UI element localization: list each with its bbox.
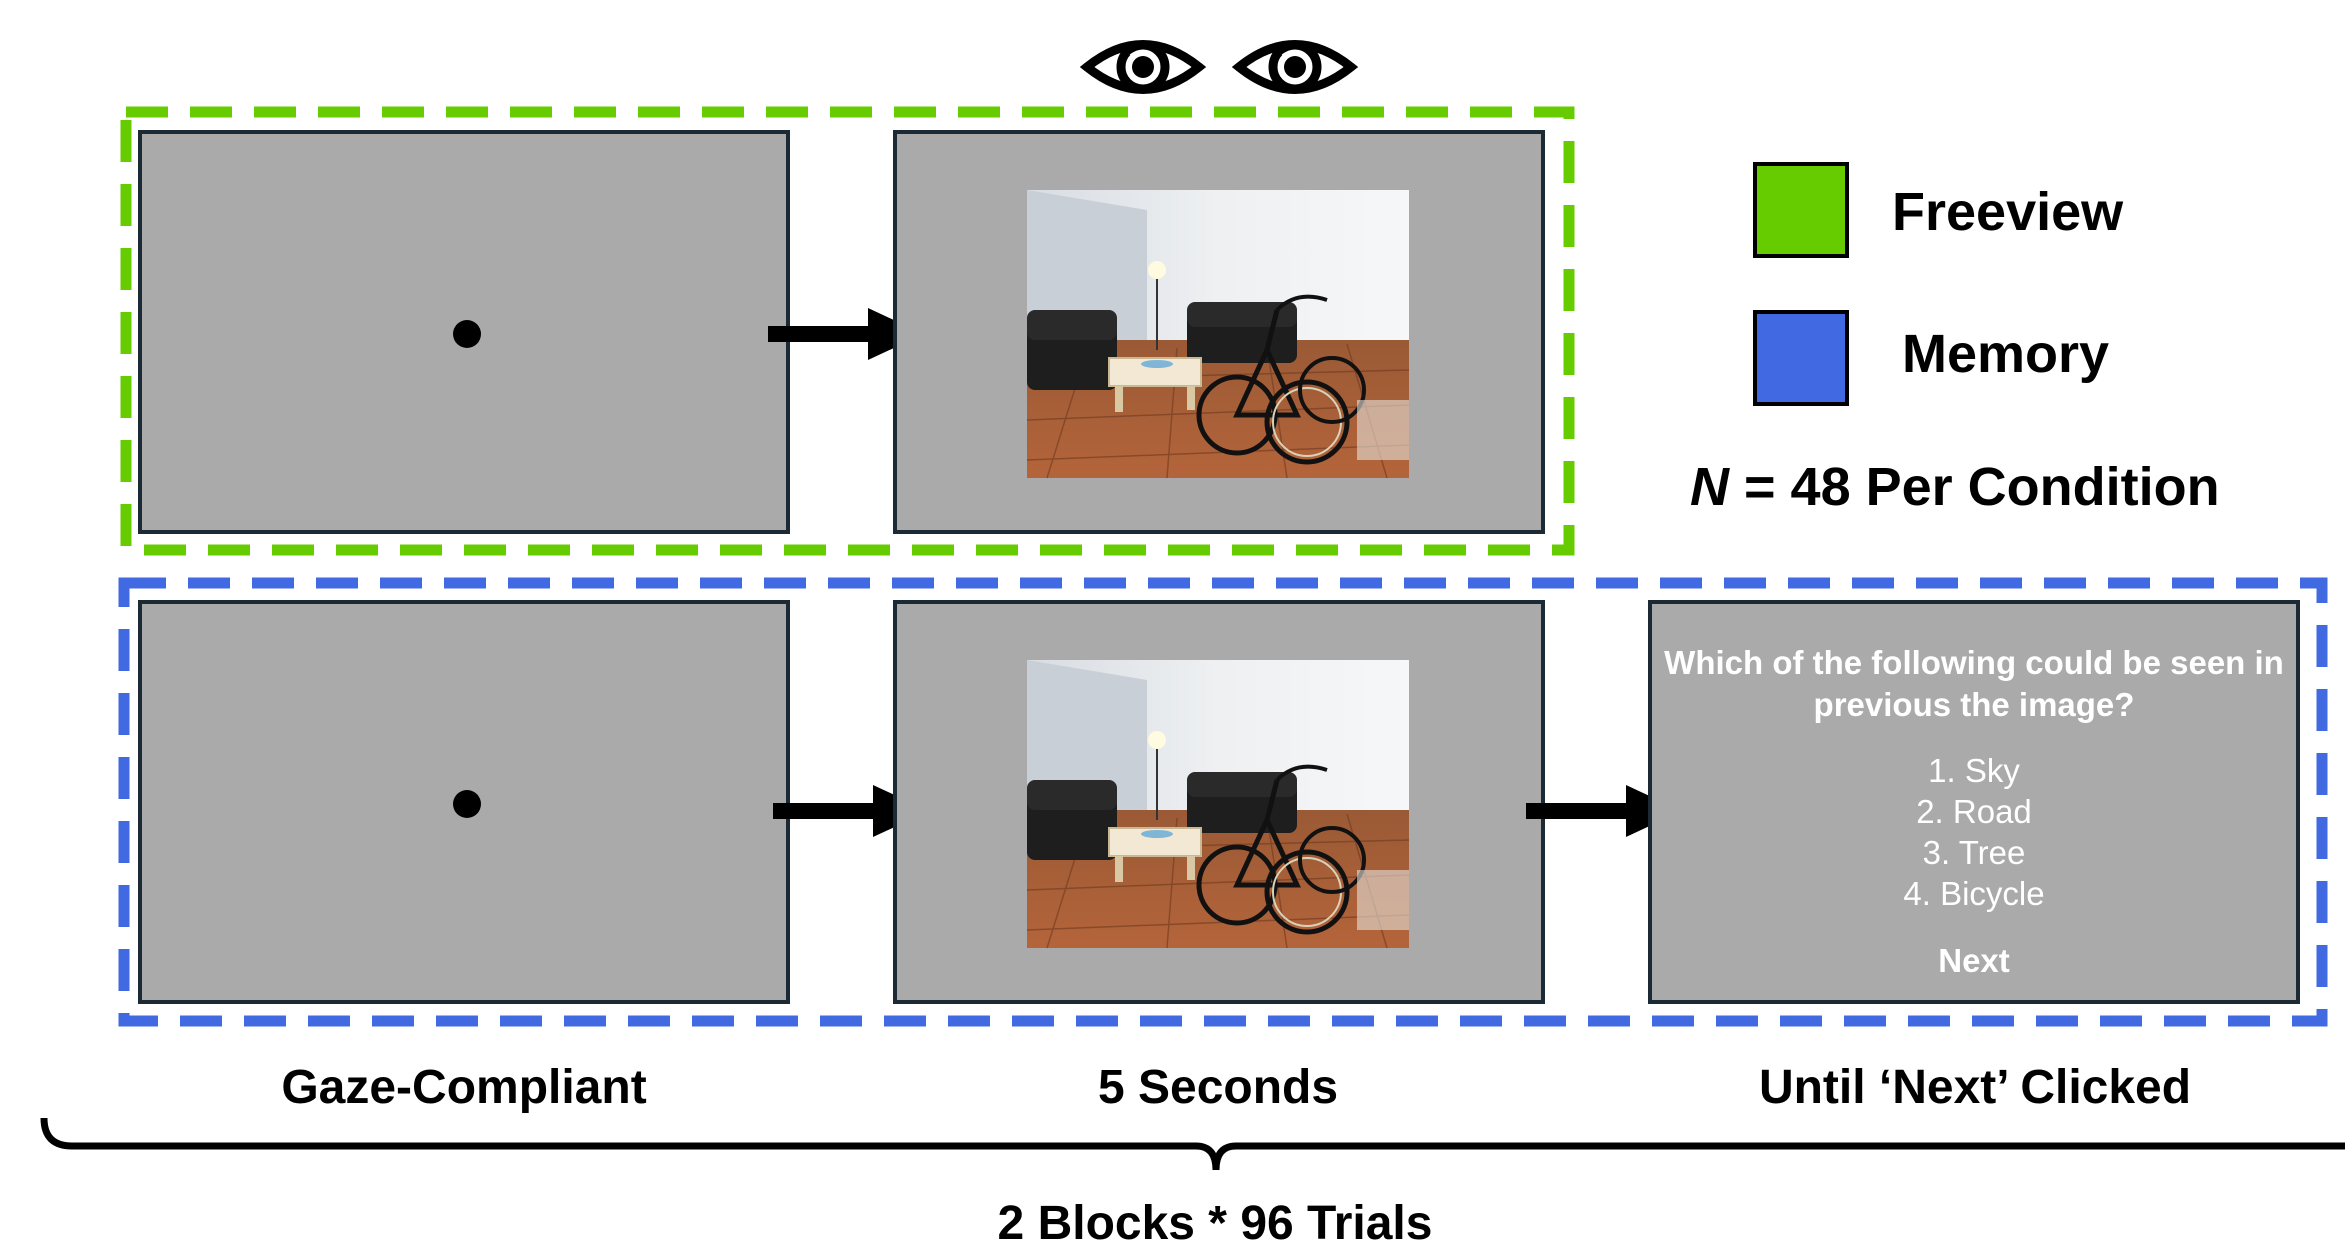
question-title: Which of the following could be seen in … xyxy=(1664,644,2284,723)
question-option: 3. Tree xyxy=(1922,834,2026,871)
blocks-trials-label: 2 Blocks * 96 Trials xyxy=(997,1197,1433,1250)
fixation-screen-freeview xyxy=(138,130,790,534)
label-until-next-clicked: Until ‘Next’ Clicked xyxy=(1758,1061,2192,1114)
legend-label-memory: Memory xyxy=(1902,324,2110,384)
trial-bracket xyxy=(40,1117,2345,1171)
sample-size-label: N = 48 Per Condition xyxy=(1690,456,2220,518)
sample-size-n: N xyxy=(1690,457,1729,517)
legend-swatch-memory xyxy=(1753,310,1849,406)
image-screen-memory xyxy=(893,600,1545,1004)
eye-icon xyxy=(1079,40,1207,94)
next-button: Next xyxy=(1938,942,2010,979)
question-option: 2. Road xyxy=(1916,793,2032,830)
question-option: 4. Bicycle xyxy=(1903,875,2045,912)
fixation-dot xyxy=(453,320,481,348)
label-gaze-compliant: Gaze-Compliant xyxy=(281,1061,647,1114)
question-option: 1. Sky xyxy=(1928,752,2020,789)
eye-icon xyxy=(1231,40,1359,94)
memory-block-outline xyxy=(118,577,2328,1027)
fixation-dot xyxy=(453,790,481,818)
freeview-block-outline xyxy=(120,106,1575,556)
fixation-screen-memory xyxy=(138,600,790,1004)
living-room-photo xyxy=(1026,660,1410,949)
question-screen: Which of the following could be seen in … xyxy=(1648,600,2300,1004)
living-room-photo xyxy=(1026,190,1410,479)
sample-size-text: = 48 Per Condition xyxy=(1729,457,2220,517)
legend-label-freeview: Freeview xyxy=(1892,182,2124,242)
label-five-seconds: 5 Seconds xyxy=(1097,1061,1339,1114)
image-screen-freeview xyxy=(893,130,1545,534)
legend-swatch-freeview xyxy=(1753,162,1849,258)
